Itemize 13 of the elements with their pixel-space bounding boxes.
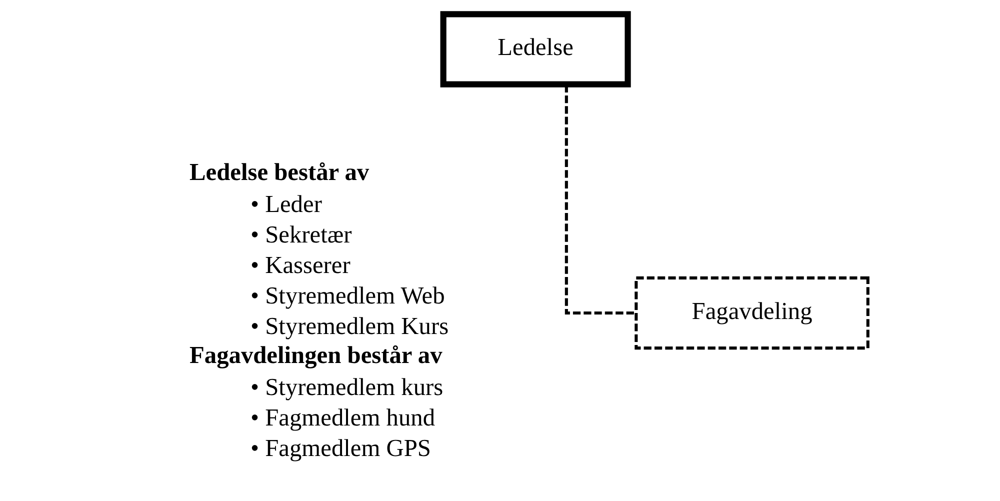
label: • Fagmedlem GPS [250,435,430,462]
label: • Styremedlem Kurs [250,313,448,340]
label: • Kasserer [250,252,350,280]
label: • Sekretær [250,222,352,249]
label: Ledelse består av [189,159,369,186]
node-box: Fagavdeling [634,276,869,350]
label: Fagavdelingen består av [189,342,442,370]
label: • Styremedlem Web [250,282,444,310]
label: • Fagmedlem hund [250,404,435,432]
label: • Styremedlem kurs [250,374,443,402]
label: • Leder [250,191,322,218]
node-box: Ledelse [440,11,630,88]
connector [564,84,636,315]
